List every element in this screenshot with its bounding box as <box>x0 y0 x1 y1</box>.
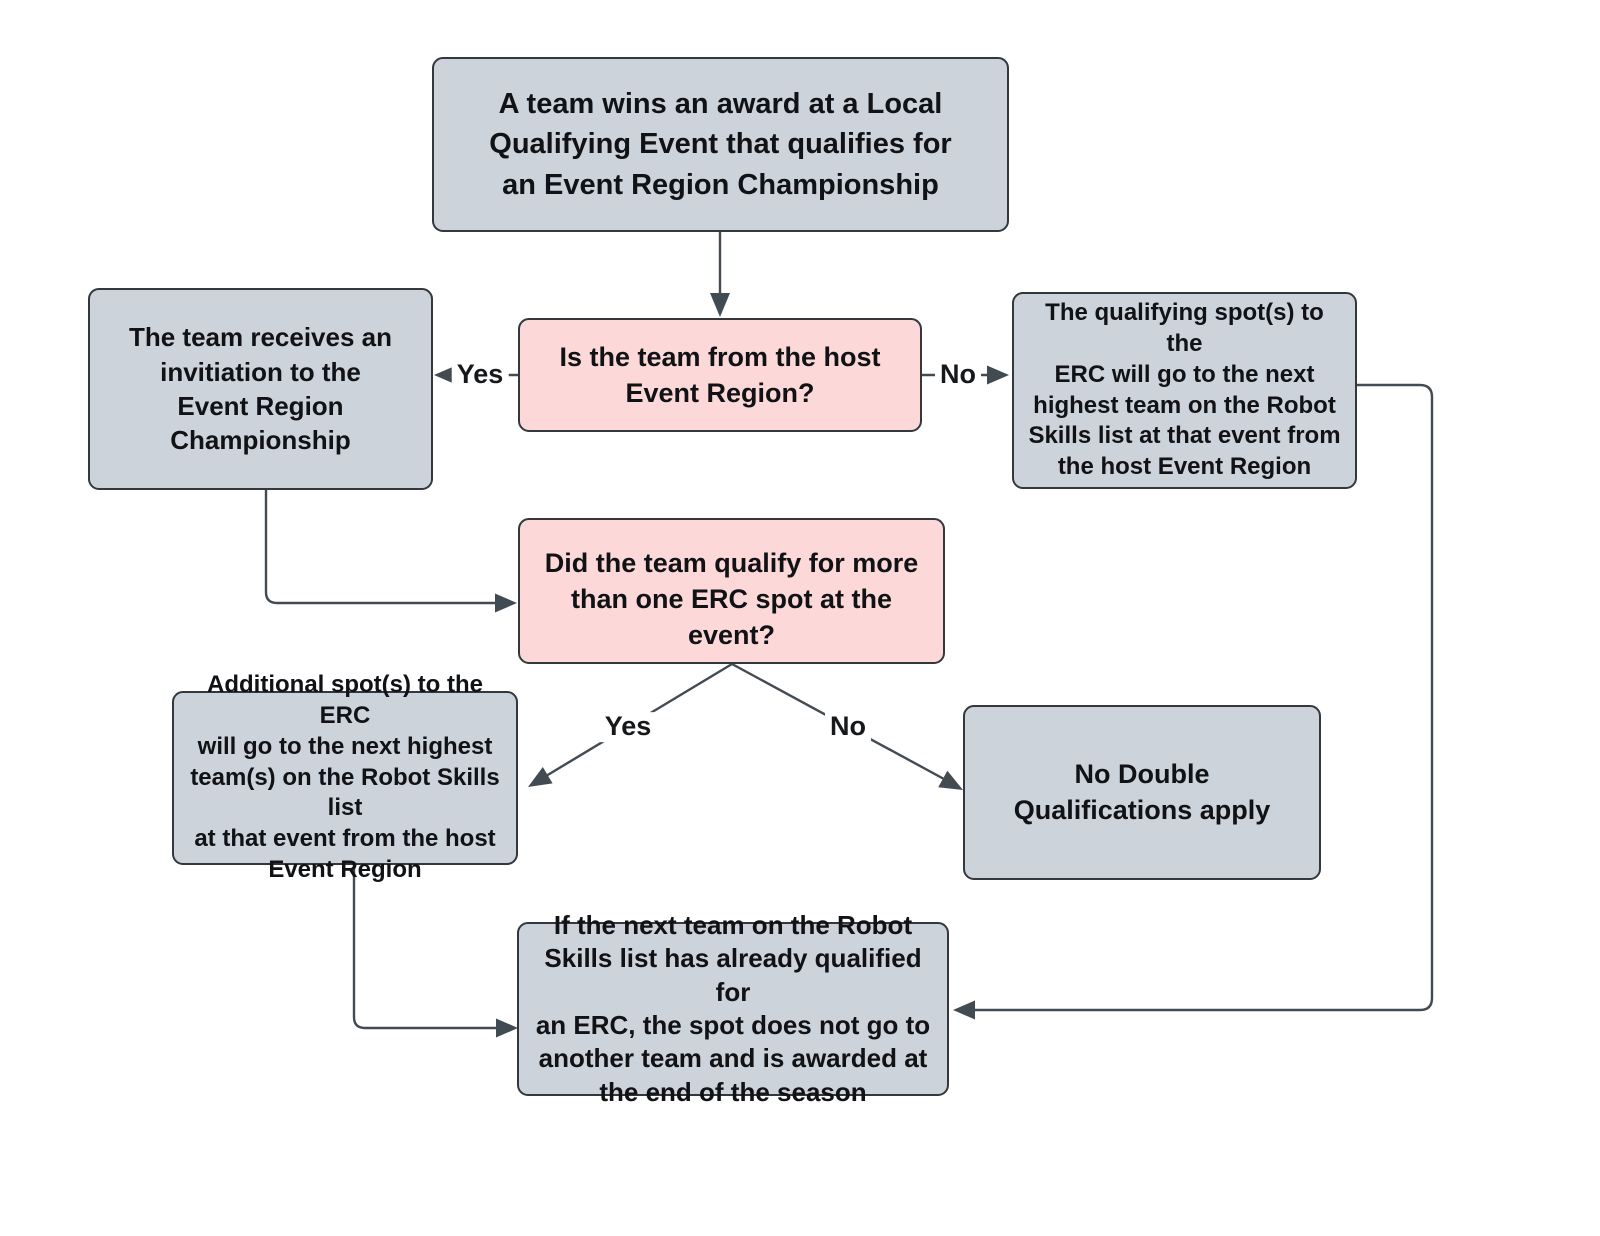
decision-multi-spot: Did the team qualify for more than one E… <box>518 518 945 664</box>
node-season-award: If the next team on the Robot Skills lis… <box>517 910 949 1107</box>
decision-multi-spot-text: Did the team qualify for more than one E… <box>544 548 919 650</box>
node-invitation-text: The team receives an invitiation to the … <box>128 322 393 456</box>
edge-invitation-to-multi-decision <box>264 490 517 613</box>
label-host-yes: Yes <box>451 359 509 390</box>
node-start: A team wins an award at a Local Qualifyi… <box>432 57 1009 232</box>
node-qualifying-spot: The qualifying spot(s) to the ERC will g… <box>1012 292 1357 489</box>
label-multi-no: No <box>825 711 871 742</box>
node-start-text: A team wins an award at a Local Qualifyi… <box>489 88 952 201</box>
decision-host-region: Is the team from the host Event Region? <box>518 318 922 432</box>
node-additional-spots: Additional spot(s) to the ERC will go to… <box>172 671 518 883</box>
node-additional-spots-text: Additional spot(s) to the ERC will go to… <box>190 671 500 883</box>
node-qualifying-spot-text: The qualifying spot(s) to the ERC will g… <box>1028 299 1341 480</box>
node-no-double-text: No Double Qualifications apply <box>1013 758 1271 825</box>
node-season-award-text: If the next team on the Robot Skills lis… <box>535 910 931 1107</box>
node-invitation: The team receives an invitiation to the … <box>88 288 433 490</box>
node-no-double: No Double Qualifications apply <box>963 705 1321 880</box>
decision-host-region-text: Is the team from the host Event Region? <box>559 341 881 408</box>
label-multi-yes: Yes <box>599 711 657 742</box>
edge-additional-to-season <box>352 865 518 1038</box>
edge-start-to-host-decision <box>710 232 730 317</box>
label-host-no: No <box>935 359 981 390</box>
